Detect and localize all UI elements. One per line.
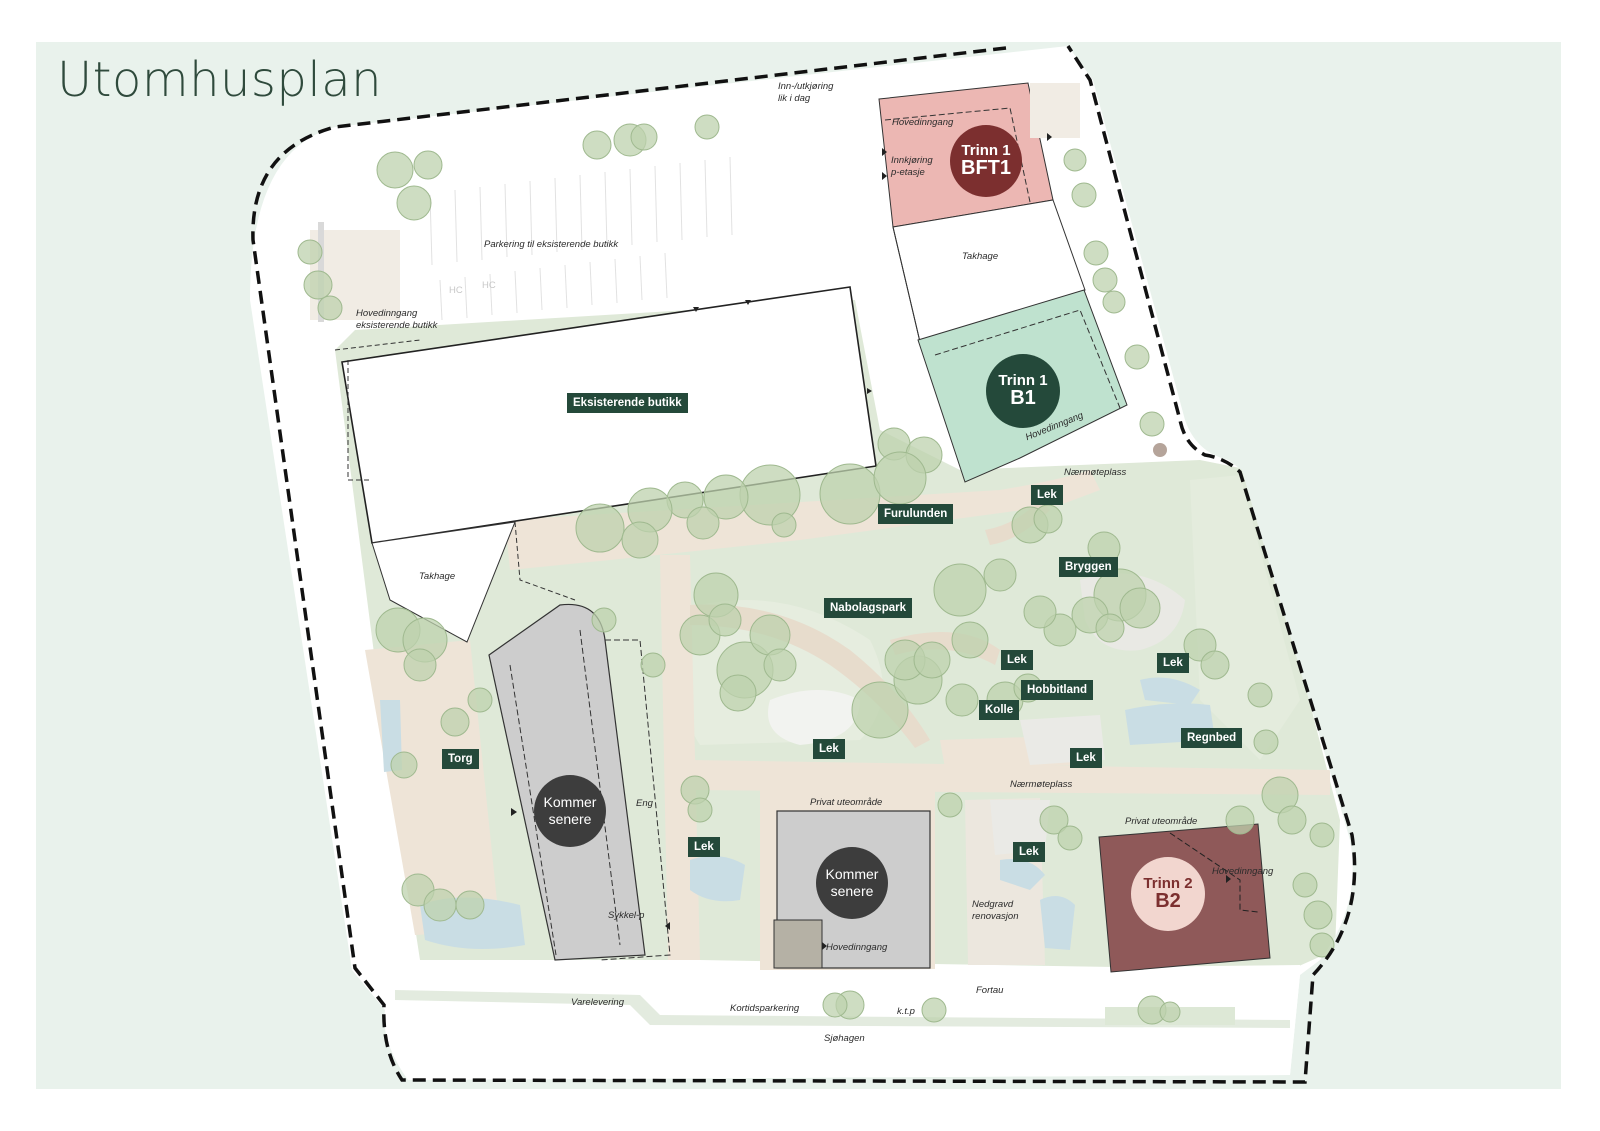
trees — [297, 114, 1335, 1025]
note-hc: HC — [482, 280, 496, 291]
label-furulunden: Furulunden — [878, 504, 954, 524]
note-naermoteplass-north: Nærmøteplass — [1064, 467, 1127, 478]
building-id-label: B2 — [1155, 890, 1181, 913]
note-line: Hovedinngang — [356, 308, 418, 319]
label-eksisterende-butikk: Eksisterende butikk — [567, 393, 688, 413]
later-label-line1: Kommer — [825, 866, 879, 882]
note-ktp: k.t.p — [897, 1006, 915, 1017]
note-line: p-etasje — [891, 167, 925, 178]
later-label-line2: senere — [830, 883, 874, 899]
building-marker-bft1: Trinn 1 BFT1 — [950, 125, 1022, 197]
note-takhage-east: Takhage — [962, 251, 999, 262]
note-hovedinngang-bft1: Hovedinngang — [892, 117, 954, 128]
label-torg: Torg — [442, 749, 479, 769]
note-line: renovasjon — [972, 911, 1019, 922]
building-marker-later-west: Kommer senere — [534, 775, 606, 847]
label-regnbed: Regnbed — [1181, 728, 1243, 748]
note-line: Inn-/utkjøring — [778, 81, 834, 92]
page-title: Utomhusplan — [57, 52, 383, 108]
building-phase-label: Trinn 1 — [961, 141, 1011, 159]
note-takhage-west: Takhage — [419, 571, 456, 582]
building-marker-b1: Trinn 1 B1 — [986, 354, 1060, 428]
note-varelevering: Varelevering — [571, 997, 624, 1008]
takhage-roof-garden-west — [371, 521, 516, 643]
note-nedgravd-renovasjon: Nedgravd renovasjon — [972, 899, 1018, 923]
note-kortidsparkering: Kortidsparkering — [730, 1003, 800, 1014]
label-lek: Lek — [1157, 653, 1189, 673]
building-phase-label: Trinn 1 — [998, 371, 1048, 389]
label-nabolagspark: Nabolagspark — [824, 598, 913, 618]
label-bryggen: Bryggen — [1059, 557, 1118, 577]
note-privat-uteomrade-east: Privat uteområde — [1125, 816, 1198, 827]
note-hc: HC — [449, 285, 463, 296]
building-marker-later-south: Kommer senere — [816, 847, 888, 919]
later-label-line2: senere — [548, 811, 592, 827]
label-lek: Lek — [688, 837, 720, 857]
label-lek: Lek — [1070, 748, 1102, 768]
note-privat-uteomrade-south: Privat uteområde — [810, 797, 883, 808]
label-lek: Lek — [813, 739, 845, 759]
building-id-label: BFT1 — [961, 157, 1011, 180]
building-phase-label: Trinn 2 — [1143, 874, 1193, 892]
note-naermoteplass-south: Nærmøteplass — [1010, 779, 1073, 790]
note-hovedinngang-b2: Hovedinngang — [1212, 866, 1274, 877]
note-eng: Eng — [636, 798, 653, 809]
note-inn-utkjoring: Inn-/utkjøring lik i dag — [778, 81, 833, 105]
building-id-label: B1 — [1010, 387, 1036, 410]
note-sjohagen: Sjøhagen — [824, 1033, 865, 1044]
note-line: eksisterende butikk — [356, 320, 438, 331]
entrance-markers — [511, 133, 1231, 950]
existing-store-footprint — [341, 286, 877, 544]
label-lek: Lek — [1013, 842, 1045, 862]
note-parkering: Parkering til eksisterende butikk — [484, 239, 619, 250]
note-hovedinngang-south: Hovedinngang — [826, 942, 888, 953]
note-sykkel-p: Sykkel-p — [608, 910, 645, 921]
label-lek: Lek — [1031, 485, 1063, 505]
note-line: Nedgravd — [972, 899, 1014, 910]
note-line: lik i dag — [778, 93, 811, 104]
parking-lot — [429, 156, 733, 321]
note-line: Innkjøring — [891, 155, 933, 166]
building-marker-b2: Trinn 2 B2 — [1131, 857, 1205, 931]
note-innkjoring: Innkjøring p-etasje — [891, 155, 933, 179]
note-fortau: Fortau — [976, 985, 1004, 996]
label-hobbitland: Hobbitland — [1021, 680, 1094, 700]
label-lek: Lek — [1001, 650, 1033, 670]
later-label-line1: Kommer — [543, 794, 597, 810]
site-boundary — [251, 45, 1357, 1084]
label-kolle: Kolle — [979, 700, 1020, 720]
note-hovedinngang-butikk: Hovedinngang eksisterende butikk — [356, 308, 437, 332]
